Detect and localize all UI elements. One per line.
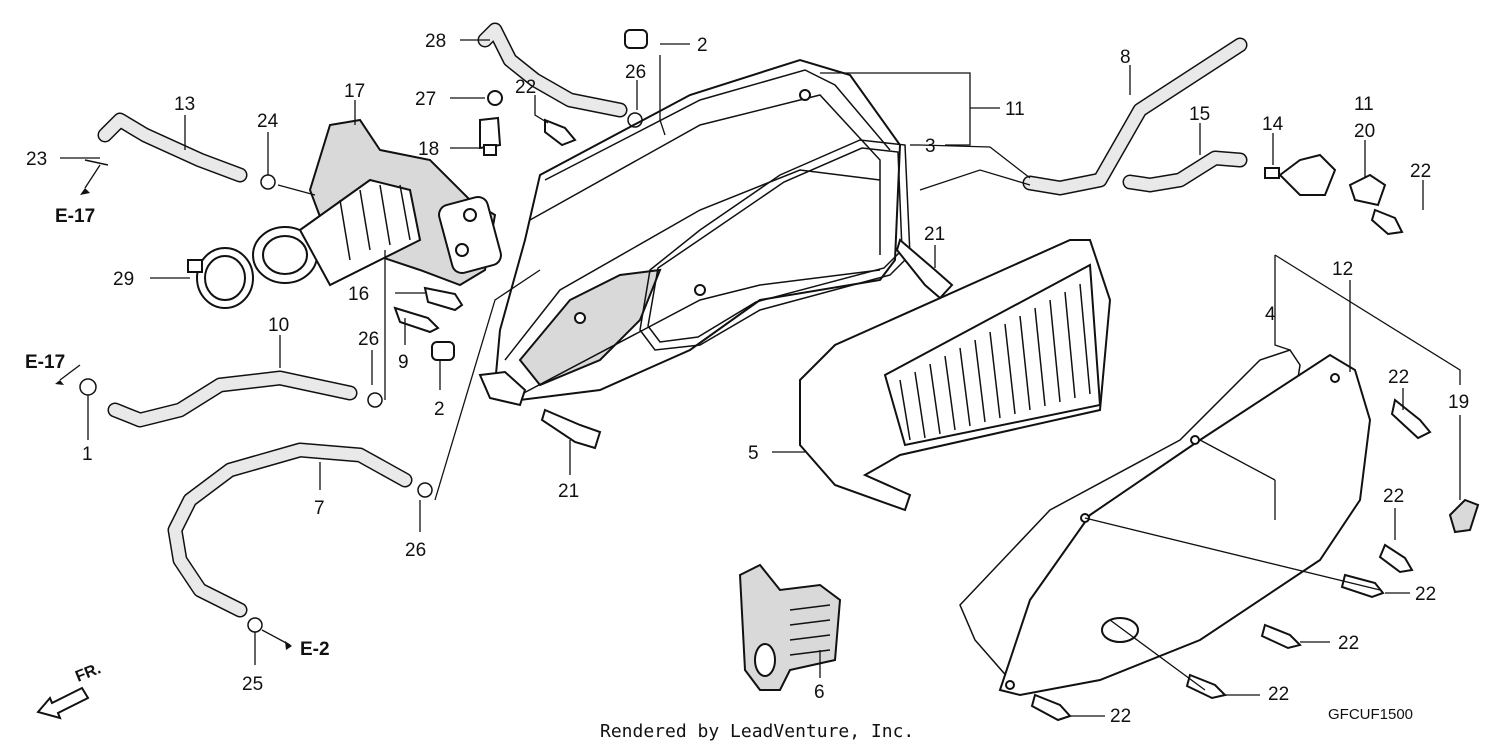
hardware: [79, 29, 1432, 722]
callout-27: 27: [415, 89, 436, 110]
callout-10: 10: [268, 315, 289, 336]
callout-13: 13: [174, 94, 195, 115]
callout-20: 20: [1354, 121, 1375, 142]
callout-28: 28: [425, 31, 446, 52]
callout-6: 6: [814, 682, 825, 703]
reference-e17-left: E-17: [25, 352, 65, 373]
air-cleaner-element: [799, 239, 1112, 512]
callout-24: 24: [257, 111, 279, 132]
hoses: [97, 22, 1248, 618]
bracket-20: [1348, 173, 1387, 207]
callout-22c: 22: [1388, 367, 1409, 388]
callout-22: 22: [515, 77, 536, 98]
clip-19: [1448, 498, 1480, 534]
callout-26c: 26: [405, 540, 426, 561]
callout-23: 23: [26, 149, 47, 170]
callout-22g: 22: [1268, 684, 1289, 705]
callout-4: 4: [1265, 304, 1276, 325]
callout-18: 18: [418, 139, 439, 160]
drain-holder: [738, 563, 842, 691]
callout-5: 5: [748, 443, 759, 464]
callout-11: 11: [1005, 99, 1025, 120]
band-clamp: [187, 247, 254, 309]
air-cleaner-case: [478, 58, 902, 407]
callout-26: 26: [625, 62, 646, 83]
callout-22h: 22: [1110, 706, 1131, 727]
callout-1: 1: [82, 444, 93, 465]
valve-14: [1264, 153, 1337, 196]
callout-21: 21: [924, 224, 945, 245]
callout-3: 3: [925, 136, 936, 157]
callout-12: 12: [1332, 259, 1353, 280]
callout-22f: 22: [1338, 633, 1359, 654]
callout-2b: 2: [434, 399, 445, 420]
callout-numbers: 28 2 26 27 22 18 8 11 3 15 14 11 20 22 1…: [25, 31, 1469, 727]
leader-lines: [59, 39, 1461, 717]
callout-15: 15: [1189, 104, 1210, 125]
intake-duct: [252, 118, 502, 287]
diagram-code: GFCUF1500: [1328, 706, 1413, 723]
callout-17: 17: [344, 81, 365, 102]
callout-11b: 11: [1354, 94, 1374, 115]
callout-8: 8: [1120, 47, 1131, 68]
callout-22d: 22: [1383, 486, 1404, 507]
callout-2: 2: [697, 35, 708, 56]
front-direction-indicator: FR.: [36, 660, 103, 720]
callout-25: 25: [242, 674, 263, 695]
callout-22e: 22: [1415, 584, 1436, 605]
callout-29: 29: [113, 269, 134, 290]
air-cleaner-cover: [959, 349, 1372, 697]
render-credit: Rendered by LeadVenture, Inc.: [600, 721, 914, 742]
callout-14: 14: [1262, 114, 1284, 135]
callout-21b: 21: [558, 481, 579, 502]
callout-16: 16: [348, 284, 369, 305]
case-gasket: [639, 139, 911, 351]
callout-26b: 26: [358, 329, 379, 350]
reference-e17-top: E-17: [55, 206, 95, 227]
reference-e2: E-2: [300, 639, 330, 660]
svg-text:FR.: FR.: [73, 660, 103, 685]
callout-22b: 22: [1410, 161, 1431, 182]
callout-19: 19: [1448, 392, 1469, 413]
callout-7: 7: [314, 498, 325, 519]
callout-9: 9: [398, 352, 409, 373]
